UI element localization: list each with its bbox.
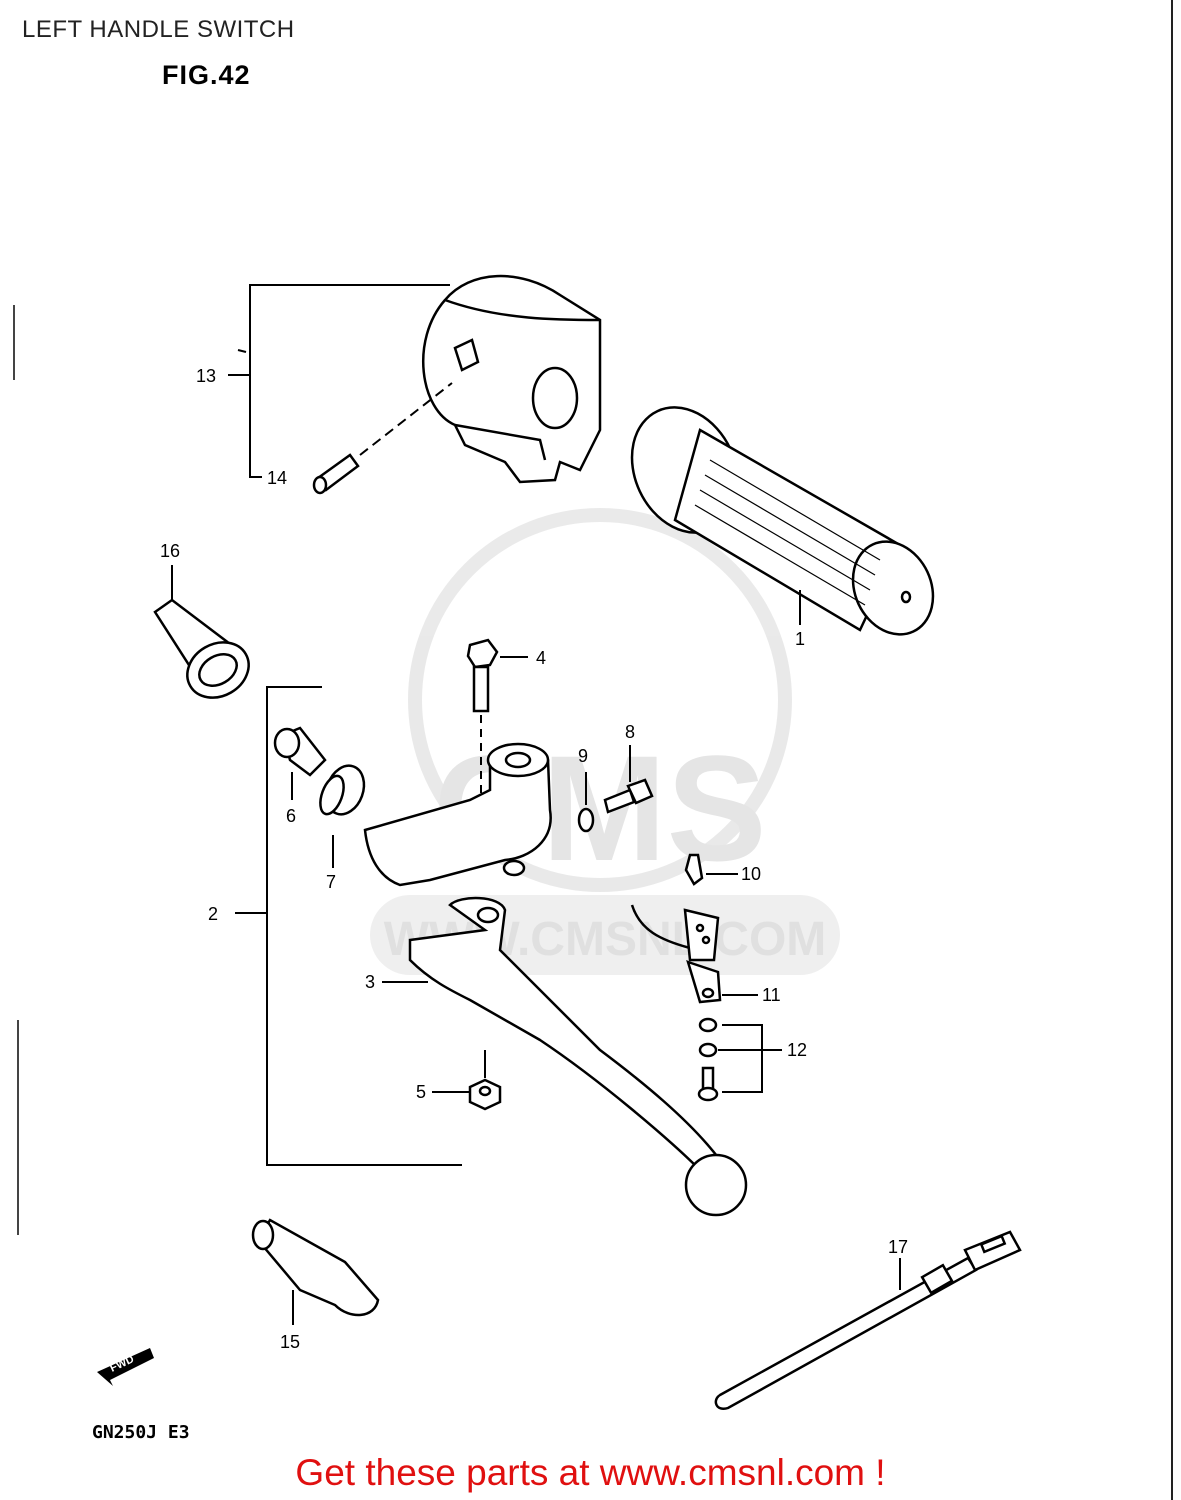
callout-8: 8 <box>625 722 635 742</box>
clutch-lever-part-3 <box>408 896 748 1217</box>
nut-part-5 <box>468 1050 502 1111</box>
callout-labels: 1 2 3 4 5 6 7 8 9 10 11 12 13 14 15 16 1… <box>160 366 908 1352</box>
callout-7: 7 <box>326 872 336 892</box>
footer-link[interactable]: Get these parts at www.cmsnl.com ! <box>295 1452 886 1493</box>
screw-part-14 <box>312 382 453 495</box>
locknut-part-7 <box>319 764 366 868</box>
callout-3: 3 <box>365 972 375 992</box>
switch-housing-part-13 <box>422 274 602 484</box>
bolt-part-4 <box>466 638 528 840</box>
switch-part-10 <box>684 853 738 886</box>
cms-watermark: CMS WWW.CMSNL.COM <box>370 508 840 975</box>
callout-17: 17 <box>888 1237 908 1257</box>
callout-15: 15 <box>280 1332 300 1352</box>
washer-part-9 <box>577 772 595 833</box>
callout-9: 9 <box>578 746 588 766</box>
figure-number: FIG.42 <box>162 60 251 90</box>
fwd-arrow-icon: FWD <box>97 1348 154 1386</box>
callout-5: 5 <box>416 1082 426 1102</box>
bracket-13-14 <box>228 284 450 478</box>
callout-10: 10 <box>741 864 761 884</box>
callout-11: 11 <box>762 985 781 1005</box>
callout-16: 16 <box>160 541 180 561</box>
adjuster-part-6 <box>273 726 327 800</box>
scan-edge <box>13 0 1173 1500</box>
tie-strap-part-17 <box>714 1230 1022 1411</box>
switch-part-11 <box>630 904 758 1004</box>
callout-12: 12 <box>787 1040 807 1060</box>
hardware-part-12 <box>697 1017 782 1102</box>
screw-part-8 <box>603 745 654 814</box>
page-title: LEFT HANDLE SWITCH <box>22 16 295 43</box>
bracket-part-2 <box>235 686 470 1166</box>
lever-holder <box>363 742 552 887</box>
callout-13: 13 <box>196 366 216 386</box>
callout-2: 2 <box>208 904 218 924</box>
model-code: GN250J E3 <box>92 1422 190 1443</box>
callout-6: 6 <box>286 806 296 826</box>
grip-part-1 <box>630 406 935 636</box>
boot-part-16 <box>153 565 250 699</box>
callout-4: 4 <box>536 648 546 668</box>
callout-14: 14 <box>267 468 287 488</box>
callout-1: 1 <box>795 629 805 649</box>
lever-cover-part-15 <box>251 1218 380 1325</box>
